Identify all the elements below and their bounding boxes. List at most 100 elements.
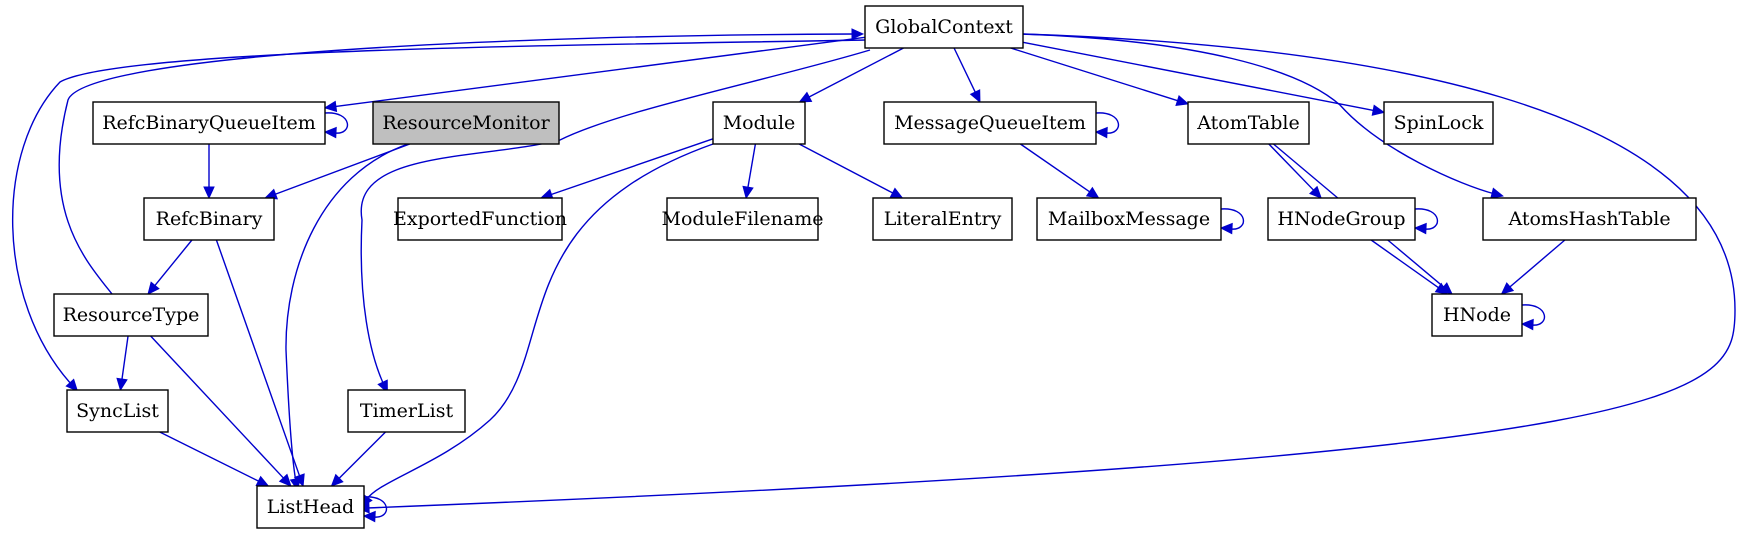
node-exportedfunction: ExportedFunction [393,197,567,241]
node-box-mailboxmessage [1036,197,1222,241]
edge-globalcontext-to-atomtable [1010,47,1190,106]
node-module: Module [712,101,806,145]
edge-hnodegroup-to-hnode-arrowhead [1434,282,1449,295]
edge-refcbinary-to-resourcetype-line [153,239,193,287]
edge-hnode-to-hnode [1520,304,1546,331]
node-label-spinlock: SpinLock [1394,112,1484,134]
node-label-synclist: SyncList [76,400,159,422]
edge-refcbinary-to-listhead-line [215,239,301,477]
edge-refcbinaryqueueitem-to-refcbinaryqueueitem [323,112,349,139]
node-label-messagequeueitem: MessageQueueItem [894,112,1086,134]
edge-globalcontext-to-module [798,47,904,103]
node-messagequeueitem: MessageQueueItem [883,101,1097,145]
edge-globalcontext-to-atomshashtable-line [1019,33,1496,195]
node-label-resourcetype: ResourceType [63,304,200,326]
node-box-globalcontext [864,5,1024,49]
edge-refcbinary-to-resourcetype-arrowhead [147,281,160,295]
edge-hnodegroup-to-hnode [1370,239,1449,295]
edge-module-to-listhead-line [365,143,714,501]
edge-atomtable-to-hnodegroup [1268,143,1322,199]
edge-module-to-literalentry [798,143,904,199]
edge-globalcontext-to-synclist-arrowhead [65,378,79,392]
edge-module-to-modulefilename-arrowhead [742,185,754,200]
edge-globalcontext-to-refcbinaryqueueitem [323,36,866,113]
node-box-exportedfunction [397,197,563,241]
node-atomshashtable: AtomsHashTable [1482,197,1697,241]
edge-globalcontext-to-atomshashtable-arrowhead [1490,187,1504,199]
edge-resourcemonitor-to-listhead-line [285,143,409,483]
edge-mailboxmessage-to-mailboxmessage-arrowhead [1219,222,1233,235]
edge-atomshashtable-to-hnode-line [1508,239,1566,289]
edge-atomtable-to-hnodegroup-line [1268,143,1315,192]
node-resourcetype: ResourceType [53,293,209,337]
node-box-timerlist [347,389,466,433]
node-label-timerlist: TimerList [360,400,454,422]
node-box-atomtable [1187,101,1310,145]
node-label-literalentry: LiteralEntry [884,208,1002,230]
node-box-resourcetype [53,293,209,337]
node-label-module: Module [723,112,796,134]
node-atomtable: AtomTable [1187,101,1310,145]
node-label-atomtable: AtomTable [1196,112,1300,134]
node-label-refcbinaryqueueitem: RefcBinaryQueueItem [102,112,316,134]
edge-messagequeueitem-to-mailboxmessage-line [1020,143,1091,193]
edge-messagequeueitem-to-messagequeueitem [1094,112,1120,139]
edge-listhead-to-listhead-line [363,496,388,518]
edge-globalcontext-to-messagequeueitem-line [953,47,977,94]
edge-module-to-modulefilename-line [747,143,757,189]
node-mailboxmessage: MailboxMessage [1036,197,1222,241]
edge-atomshashtable-to-hnode-arrowhead [1500,282,1515,295]
edge-globalcontext-to-refcbinaryqueueitem-line [334,36,866,108]
edge-hnodegroup-to-hnodegroup-arrowhead [1413,222,1427,235]
edge-synclist-to-listhead-arrowhead [255,475,270,487]
node-box-atomshashtable [1482,197,1697,241]
node-box-messagequeueitem [883,101,1097,145]
node-label-hnodegroup: HNodeGroup [1277,208,1405,230]
node-label-listhead: ListHead [267,496,354,518]
node-label-hnode: HNode [1443,304,1511,326]
edge-messagequeueitem-to-messagequeueitem-arrowhead [1094,126,1108,139]
node-refcbinaryqueueitem: RefcBinaryQueueItem [92,101,326,145]
node-resourcemonitor: ResourceMonitor [372,101,560,145]
edge-globalcontext-to-timerlist [360,49,871,394]
edge-synclist-to-listhead [159,431,270,487]
edge-resourcemonitor-to-listhead [285,143,409,492]
edge-module-to-exportedfunction [539,138,714,200]
edge-globalcontext-to-synclist-line [11,39,866,386]
edge-mailboxmessage-to-mailboxmessage-line [1220,208,1245,230]
edge-resourcetype-to-globalcontext-arrowhead [851,28,865,40]
edge-resourcetype-to-globalcontext-line [58,33,856,295]
edge-listhead-to-listhead-arrowhead [362,510,376,523]
node-box-refcbinary [143,197,275,241]
edge-globalcontext-to-listhead-line [365,33,1736,509]
edge-atomshashtable-to-hnode [1500,239,1566,295]
edge-timerlist-to-listhead-arrowhead [330,473,344,487]
edge-hnodegroup-to-hnodegroup [1413,208,1439,235]
edge-atomtable-to-hnodegroup-arrowhead [1309,185,1322,199]
node-box-modulefilename [666,197,819,241]
edge-refcbinary-to-listhead-arrowhead [293,473,305,488]
edge-refcbinary-to-resourcetype [147,239,193,295]
edge-refcbinaryqueueitem-to-refcbinary-arrowhead [203,186,215,200]
edge-hnodegroup-to-hnode-line [1370,239,1440,289]
edge-globalcontext-to-spinlock [1022,41,1386,116]
edge-globalcontext-to-module-arrowhead [798,91,813,103]
node-label-resourcemonitor: ResourceMonitor [382,112,550,134]
edge-timerlist-to-listhead [330,431,386,487]
edge-listhead-to-listhead [362,496,388,523]
node-box-module [712,101,806,145]
edge-resourcetype-to-synclist [116,335,129,392]
edge-resourcetype-to-synclist-line [121,335,129,381]
node-box-spinlock [1383,101,1494,145]
node-box-literalentry [872,197,1013,241]
edge-globalcontext-to-synclist [11,39,866,392]
node-label-modulefilename: ModuleFilename [661,208,823,230]
node-hnode: HNode [1431,293,1523,337]
edge-globalcontext-to-spinlock-arrowhead [1371,104,1386,116]
edge-globalcontext-to-module-line [808,47,904,99]
edge-refcbinaryqueueitem-to-refcbinaryqueueitem-arrowhead [323,126,337,139]
node-literalentry: LiteralEntry [872,197,1013,241]
edge-resourcetype-to-synclist-arrowhead [116,377,128,392]
edge-refcbinaryqueueitem-to-refcbinary [203,144,215,200]
